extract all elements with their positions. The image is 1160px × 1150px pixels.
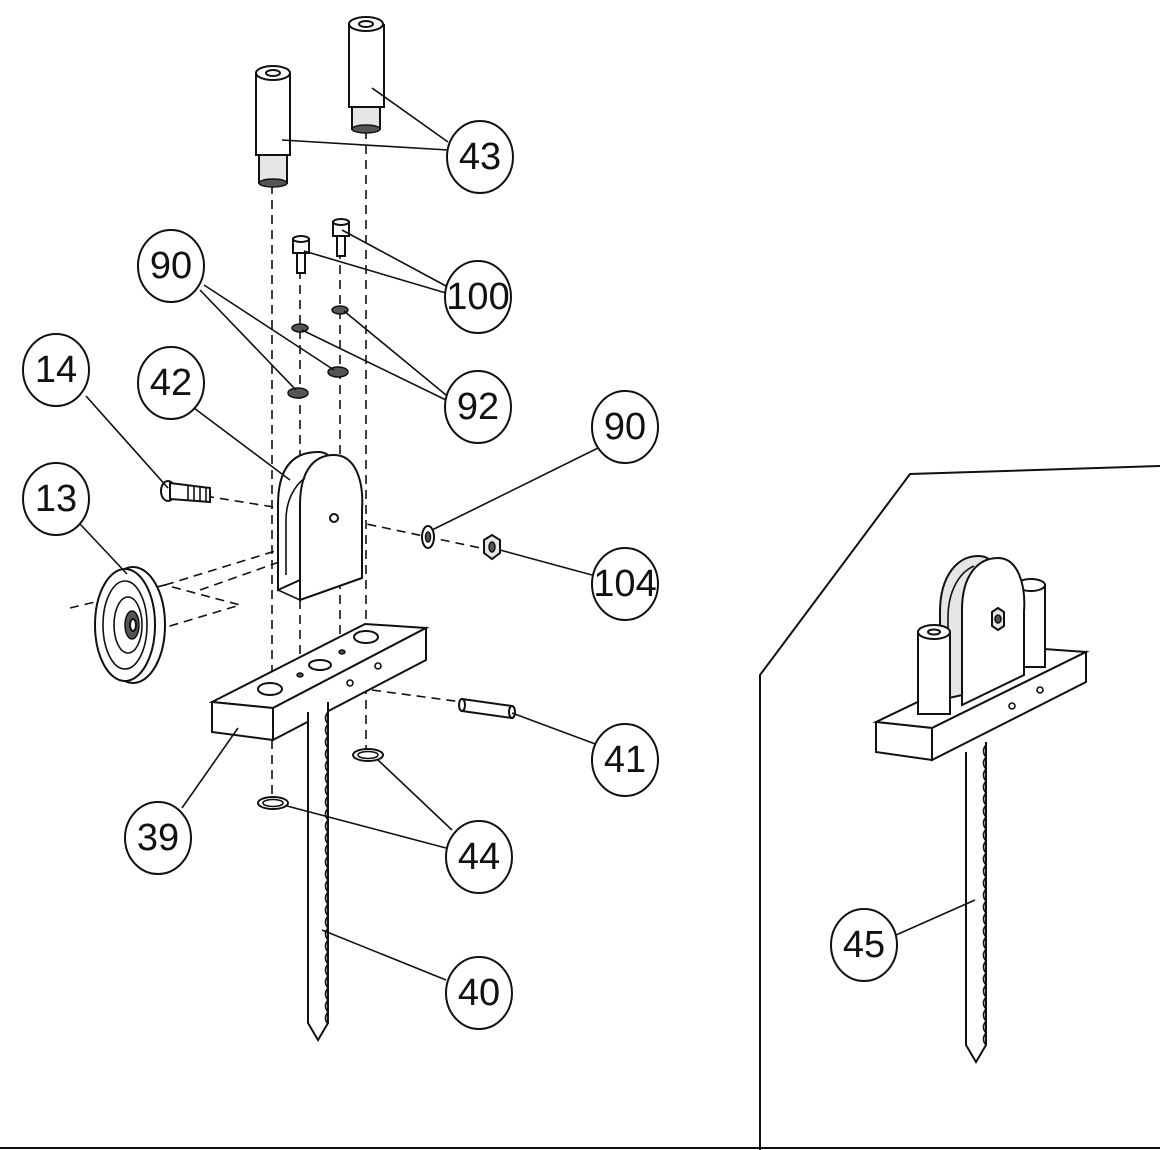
callout-41: 41 bbox=[591, 723, 659, 797]
callout-13-label: 13 bbox=[35, 478, 77, 520]
callout-44: 44 bbox=[445, 820, 513, 894]
callout-14-label: 14 bbox=[35, 349, 77, 391]
pulley-bracket bbox=[277, 450, 364, 602]
callout-45-label: 45 bbox=[843, 924, 885, 966]
roll-pin bbox=[458, 697, 516, 720]
o-ring-right bbox=[352, 748, 384, 762]
callout-44-label: 44 bbox=[458, 836, 500, 878]
callout-92: 92 bbox=[444, 370, 512, 444]
threaded-rod bbox=[307, 702, 329, 1042]
assembled-view bbox=[872, 554, 1090, 1064]
callout-41-label: 41 bbox=[604, 739, 646, 781]
washer-right bbox=[421, 525, 435, 549]
callout-92-label: 92 bbox=[457, 386, 499, 428]
callout-90-upper-label: 90 bbox=[150, 245, 192, 287]
callout-39: 39 bbox=[124, 801, 192, 875]
axle-pin bbox=[160, 480, 211, 504]
callout-90-upper: 90 bbox=[137, 229, 205, 303]
callout-90-right: 90 bbox=[591, 390, 659, 464]
rod-threads bbox=[324, 711, 329, 1025]
leader-lines bbox=[79, 87, 976, 981]
o-ring-left bbox=[257, 796, 289, 810]
cap-screw-left bbox=[292, 235, 310, 274]
callout-43: 43 bbox=[446, 120, 514, 194]
callout-104-label: 104 bbox=[593, 563, 656, 605]
callout-90-right-label: 90 bbox=[604, 406, 646, 448]
inset-frame bbox=[759, 465, 1160, 1150]
callout-40-label: 40 bbox=[458, 972, 500, 1014]
hex-nut bbox=[483, 533, 501, 561]
callout-42-label: 42 bbox=[150, 362, 192, 404]
callout-45: 45 bbox=[830, 908, 898, 982]
callout-13: 13 bbox=[22, 462, 90, 536]
callout-42: 42 bbox=[137, 346, 205, 420]
spacer-tube-right bbox=[348, 16, 385, 134]
assembled-rod-threads bbox=[982, 744, 987, 1046]
callout-43-label: 43 bbox=[459, 136, 501, 178]
callout-39-label: 39 bbox=[137, 817, 179, 859]
cap-screw-right bbox=[332, 218, 350, 257]
callout-14: 14 bbox=[22, 333, 90, 407]
callout-104: 104 bbox=[591, 547, 659, 621]
callout-100: 100 bbox=[444, 260, 512, 334]
callout-100-label: 100 bbox=[446, 276, 509, 318]
spacer-tube-left bbox=[255, 65, 291, 188]
callout-40: 40 bbox=[445, 956, 513, 1030]
washers-stack bbox=[287, 305, 349, 399]
pulley-wheel bbox=[94, 566, 166, 684]
